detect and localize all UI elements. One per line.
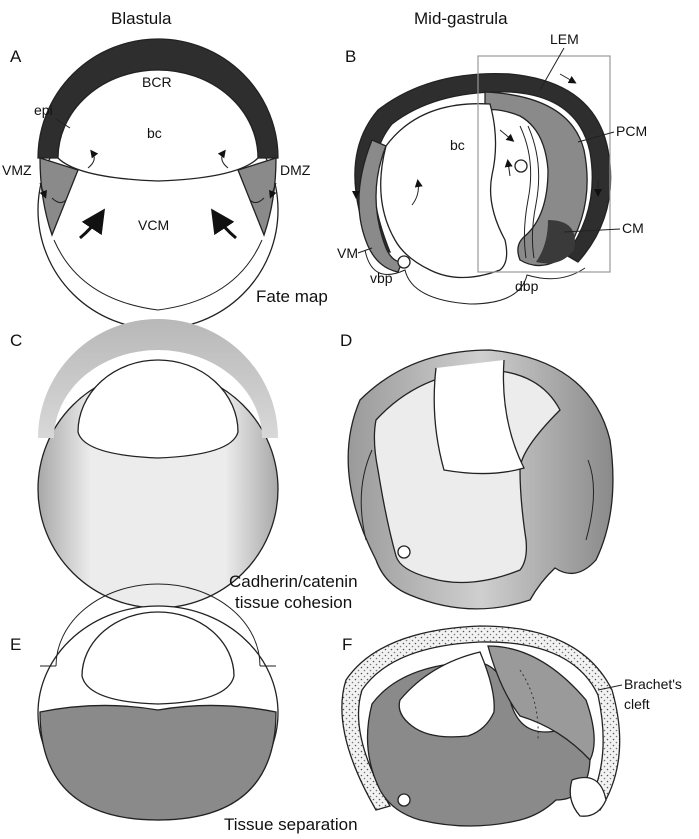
label-bc: bc [450,137,465,153]
panel-label-a: A [10,47,22,66]
label-brachets-line2: cleft [624,696,650,712]
label-vcm: VCM [138,217,169,233]
panel-label-b: B [345,47,356,66]
panel-label-c: C [10,331,22,350]
panel-label-f: F [342,635,352,654]
caption-cohesion-line1: Cadherin/catenin [229,572,358,591]
label-pcm: PCM [616,123,647,139]
caption-cohesion-line2: tissue cohesion [235,593,352,612]
panel-label-e: E [10,635,21,654]
arrow-icon [500,130,512,140]
label-dbp: dbp [515,278,539,294]
label-vmz: VMZ [2,162,32,178]
panel-b-gastrula-fate-map: B LEM bc PCM CM VM vb [337,31,647,304]
blastopore-lip [398,794,410,806]
label-epi: epi [34,102,53,118]
label-lem: LEM [550,31,579,47]
label-dmz: DMZ [280,162,311,178]
label-vbp: vbp [370,270,393,286]
arrow-icon [560,74,574,82]
panel-d-gastrula-cohesion: D [340,331,613,609]
label-bcr: BCR [142,74,172,90]
blastopore-lip [398,546,410,558]
label-vm: VM [337,245,358,261]
ventral-blastopore-lip [398,256,410,268]
label-cm: CM [622,220,644,236]
blastocoel [78,360,238,458]
panel-a-blastula-fate-map: A BCR epi bc VMZ DMZ VCM [2,39,311,329]
arrow-icon [508,162,510,176]
caption-fate-map: Fate map [256,287,328,306]
blastopore-lip [515,160,527,172]
panel-label-d: D [340,331,352,350]
caption-tissue-separation: Tissue separation [224,815,358,834]
panel-e-blastula-separation: E [10,584,278,820]
column-header-mid-gastrula: Mid-gastrula [414,9,508,28]
panel-c-blastula-cohesion: C [10,319,278,608]
label-bc: bc [147,125,162,141]
column-header-blastula: Blastula [111,9,172,28]
vegetal-mass [40,705,276,820]
panel-f-gastrula-separation: F Brachet's cleft [342,626,682,826]
blastocoel [381,104,507,278]
blastocoel [399,652,494,737]
label-brachets-line1: Brachet's [624,676,682,692]
